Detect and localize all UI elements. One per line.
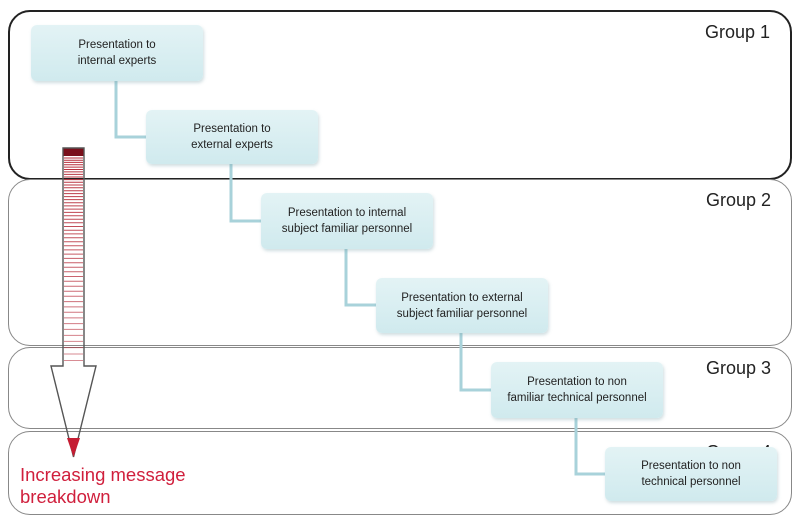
connector-2-3 (229, 164, 261, 223)
step-non-technical: Presentation to non technical personnel (605, 447, 777, 501)
group-3-panel: Group 3 (8, 347, 792, 429)
group-3-label: Group 3 (705, 358, 771, 378)
arrow-caption-line2: breakdown (20, 486, 111, 507)
breakdown-arrow (50, 147, 97, 458)
step-6-line1: Presentation to non (641, 460, 741, 472)
step-internal-familiar: Presentation to internal subject familiar… (261, 193, 433, 249)
step-2-line2: external experts (191, 139, 273, 151)
step-internal-experts: Presentation to internal experts (31, 25, 203, 81)
step-2-line1: Presentation to (193, 123, 271, 135)
step-5-line1: Presentation to non (527, 376, 627, 388)
connector-3-4 (344, 249, 376, 307)
connector-5-6 (574, 418, 605, 476)
step-external-experts: Presentation to external experts (146, 110, 318, 164)
group-1-label: Group 1 (704, 22, 770, 42)
step-external-familiar: Presentation to external subject familiar… (376, 278, 548, 333)
step-4-line2: subject familiar personnel (396, 307, 528, 320)
connector-4-5 (459, 333, 491, 392)
step-non-familiar-technical: Presentation to non familiar technical pe… (491, 362, 663, 418)
step-1-line2: internal experts (77, 55, 157, 67)
step-3-line2: subject familiar personnel (281, 223, 413, 235)
arrow-top-band (63, 148, 84, 156)
group-2-label: Group 2 (705, 190, 771, 210)
arrow-stripes (64, 157, 83, 361)
step-5-line2: familiar technical personnel (507, 392, 647, 404)
arrow-caption: Increasing message breakdown (20, 464, 186, 508)
step-4-line1: Presentation to external (401, 291, 523, 304)
group-2-panel: Group 2 (8, 179, 792, 346)
step-1-line1: Presentation to (78, 39, 156, 51)
arrow-shaft-outline (50, 147, 97, 458)
step-3-line1: Presentation to internal (287, 207, 407, 219)
arrow-caption-line1: Increasing message (20, 464, 186, 485)
arrow-tip-fill (67, 438, 80, 457)
connector-1-2 (114, 81, 146, 139)
step-6-line2: technical personnel (641, 476, 741, 488)
